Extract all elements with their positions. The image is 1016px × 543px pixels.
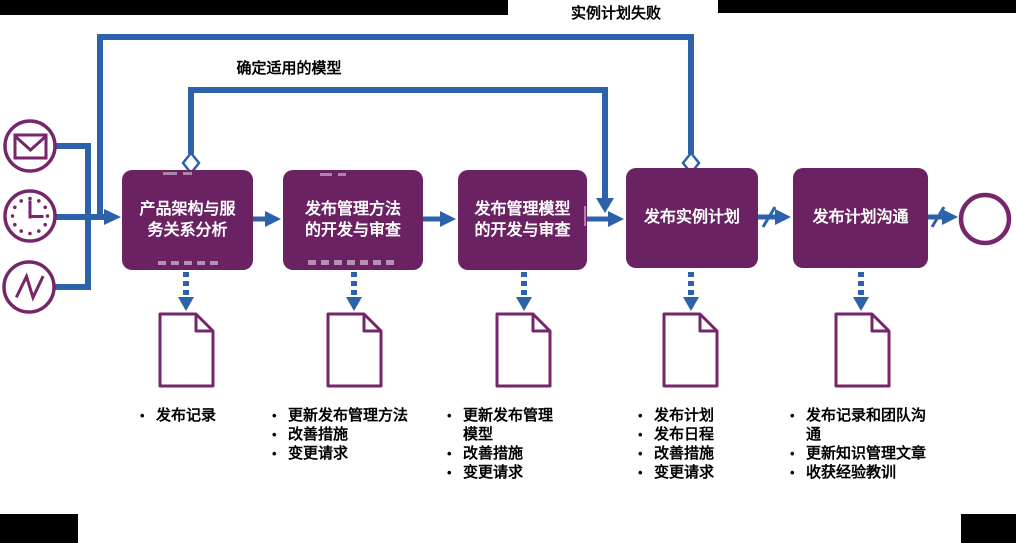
activity-label: 产品架构与服务关系分析	[139, 200, 236, 239]
output-arrow-4	[683, 272, 699, 311]
activity-label: 发布管理模型的开发与审查	[474, 200, 571, 239]
text-artifact	[338, 173, 346, 176]
activity-release-instance-planning: 发布实例计划	[626, 168, 758, 268]
arrowhead-down-icon	[596, 198, 614, 213]
text-artifact	[183, 172, 192, 175]
list-item: 改善措施	[268, 425, 428, 444]
letterbox-bar-bottom-left	[0, 514, 78, 543]
feedback-flow-model-determined	[188, 87, 614, 213]
letterbox-bar-bottom-right	[961, 514, 1016, 543]
activity-product-architecture-analysis: 产品架构与服务关系分析	[122, 170, 253, 270]
feedback-flow-instance-failed	[97, 34, 694, 214]
list-item: 改善措施	[443, 444, 559, 463]
document-icon	[326, 312, 383, 388]
activity-label: 发布实例计划	[643, 209, 740, 227]
output-arrow-1	[178, 272, 194, 311]
letterbox-bar-top-right	[718, 0, 1016, 13]
document-icon	[495, 312, 552, 388]
document-icon	[158, 312, 215, 388]
end-circle-icon	[958, 192, 1012, 246]
text-artifact	[320, 173, 332, 176]
list-item: 收获经验教训	[786, 463, 938, 482]
sequence-flow-5-end	[928, 206, 958, 228]
output-arrow-2	[346, 272, 362, 311]
activity-release-plan-communication: 发布计划沟通	[793, 168, 928, 268]
list-item: 发布记录和团队沟通	[786, 406, 938, 444]
letterbox-bar-top-left	[0, 0, 508, 15]
output-arrow-3	[516, 272, 532, 311]
default-flow-slash-icon	[930, 206, 946, 228]
output-list-1: 发布记录	[136, 406, 246, 425]
label-instance-plan-failed: 实例计划失败	[570, 5, 661, 22]
list-item: 更新发布管理模型	[443, 406, 559, 444]
sequence-flow-3-4	[587, 211, 624, 227]
sequence-flow-1-2	[253, 211, 281, 227]
output-list-3: 更新发布管理模型 改善措施 变更请求	[443, 406, 559, 482]
document-icon	[834, 312, 891, 388]
output-arrow-5	[853, 272, 869, 311]
list-item: 改善措施	[634, 444, 729, 463]
text-artifact	[163, 172, 177, 175]
list-item: 变更请求	[634, 463, 729, 482]
timer-clock-icon	[3, 189, 57, 243]
output-list-2: 更新发布管理方法 改善措施 变更请求	[268, 406, 428, 463]
label-model-determined: 确定适用的模型	[236, 60, 342, 77]
signal-zigzag-icon	[2, 260, 56, 314]
list-item: 变更请求	[268, 444, 428, 463]
list-item: 变更请求	[443, 463, 559, 482]
list-item: 更新知识管理文章	[786, 444, 938, 463]
arrowhead-right-icon	[104, 209, 121, 225]
message-envelope-icon	[3, 119, 57, 173]
sequence-flow-2-3	[423, 211, 456, 227]
sequence-flow-4-5	[758, 206, 791, 228]
output-list-5: 发布记录和团队沟通 更新知识管理文章 收获经验教训	[786, 406, 938, 482]
text-artifact	[158, 261, 220, 265]
document-icon	[662, 312, 719, 388]
list-item: 发布记录	[136, 406, 246, 425]
activity-label: 发布计划沟通	[812, 209, 909, 227]
default-flow-slash-icon	[761, 206, 777, 228]
activity-release-method-development: 发布管理方法的开发与审查	[283, 170, 423, 270]
list-item: 发布日程	[634, 425, 729, 444]
text-artifact	[584, 206, 586, 226]
text-artifact	[308, 260, 398, 265]
list-item: 更新发布管理方法	[268, 406, 428, 425]
activity-label: 发布管理方法的开发与审查	[304, 200, 401, 239]
activity-release-model-development: 发布管理模型的开发与审查	[458, 170, 587, 270]
start-event-connectors	[53, 143, 121, 290]
output-list-4: 发布计划 发布日程 改善措施 变更请求	[634, 406, 729, 482]
list-item: 发布计划	[634, 406, 729, 425]
